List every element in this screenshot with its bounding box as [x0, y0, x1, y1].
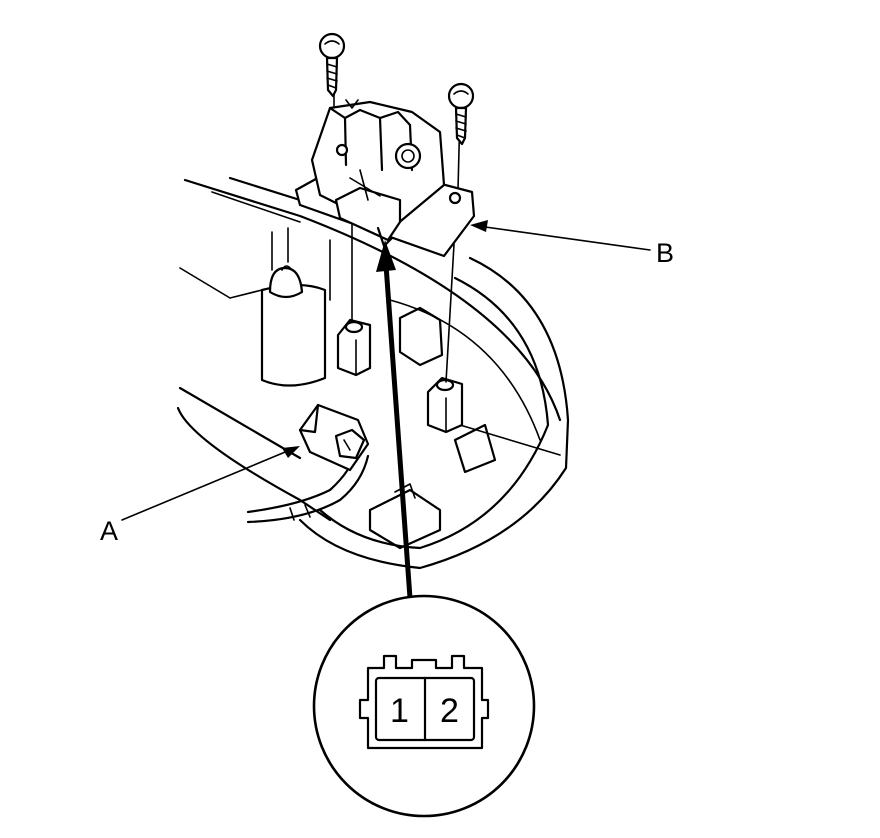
callout-a-leader	[121, 446, 300, 521]
bulb-socket	[260, 265, 327, 387]
pin-label-2: 2	[440, 692, 459, 730]
callout-b-leader	[470, 220, 651, 251]
callout-label-a: A	[100, 516, 118, 546]
connector-a	[246, 403, 370, 524]
mounting-boss-left	[336, 318, 372, 377]
trim-panel	[176, 176, 570, 570]
callout-label-b: B	[656, 238, 674, 268]
connector-detail-circle	[312, 594, 536, 818]
screw-left	[318, 32, 346, 98]
screw-right	[447, 82, 475, 146]
detail-arrow	[376, 240, 413, 599]
mounting-boss-right	[426, 376, 464, 434]
switch-assembly	[294, 99, 476, 258]
pin-label-1: 1	[390, 692, 409, 730]
